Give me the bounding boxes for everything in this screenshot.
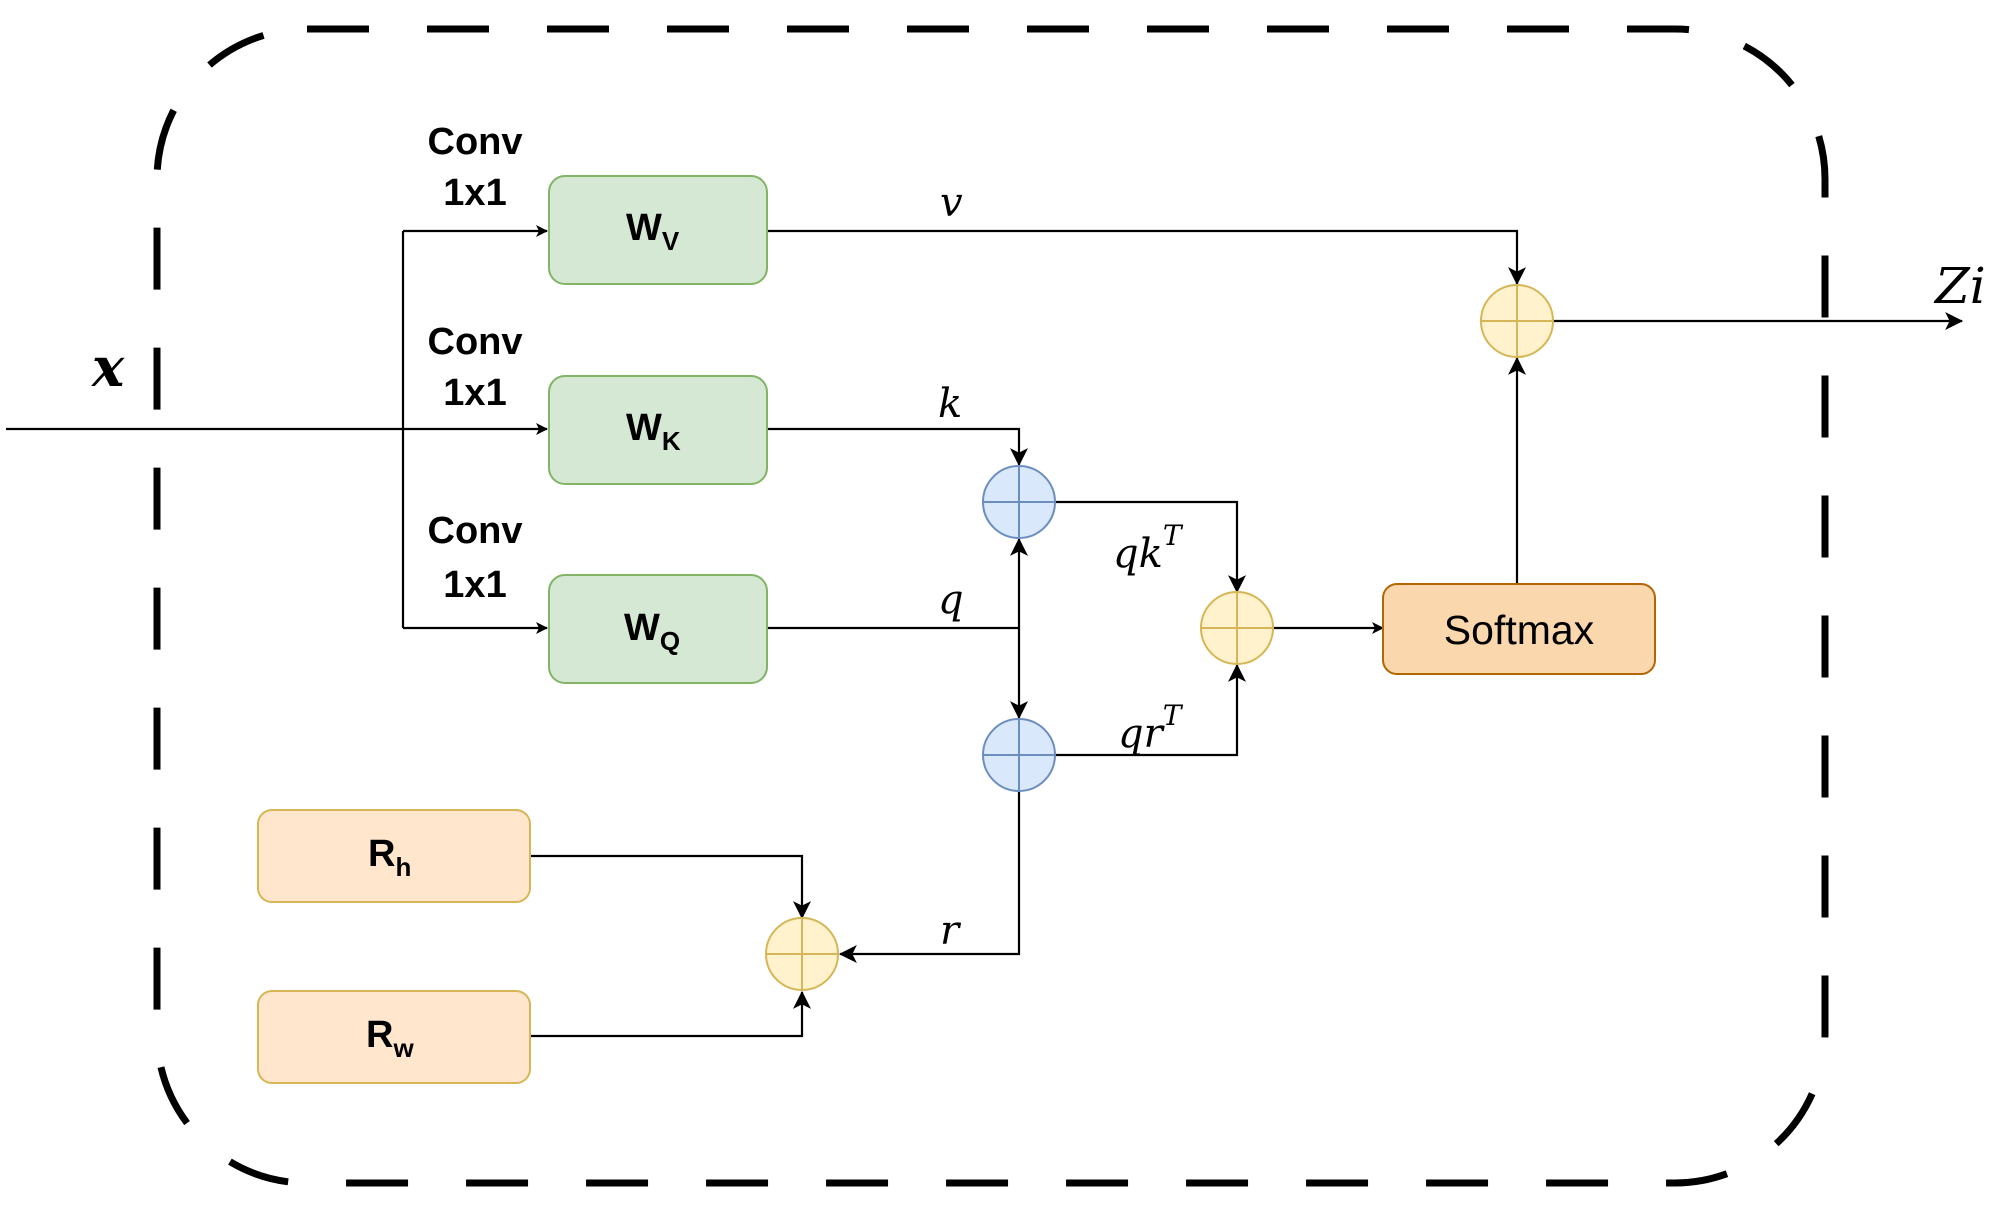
k-wire: [767, 427, 1028, 467]
adder-logits: [1200, 591, 1274, 665]
output-label: Zi: [1933, 257, 1986, 315]
weight-box-q-label: WQ: [624, 607, 680, 656]
adder-output: [1480, 284, 1554, 358]
conv-label-k-line2: 1x1: [443, 372, 506, 414]
conv-label-v-line2: 1x1: [443, 172, 506, 214]
q-label: q: [938, 577, 964, 623]
v-label: v: [940, 180, 963, 226]
module-border: [153, 25, 1829, 1187]
k-label: k: [938, 381, 962, 427]
adder-qk: [982, 465, 1056, 539]
weight-box-v-label: WV: [626, 207, 680, 256]
conv-label-q-line2: 1x1: [443, 564, 506, 606]
weight-box-q[interactable]: WQ: [548, 574, 768, 684]
conv-label-v-line1: Conv: [428, 121, 523, 163]
weight-box-v[interactable]: WV: [548, 175, 768, 285]
position-box-w-label: Rw: [366, 1014, 414, 1063]
rw-wire: [530, 990, 811, 1038]
position-box-w[interactable]: Rw: [257, 990, 531, 1084]
r-wire: [838, 792, 1021, 963]
qk-wire: [1055, 500, 1246, 594]
softmax-box[interactable]: Softmax: [1382, 583, 1656, 675]
input-label: x: [91, 335, 125, 399]
softmax-label: Softmax: [1444, 607, 1595, 653]
weight-box-k[interactable]: WK: [548, 375, 768, 485]
qr-wire: [1055, 663, 1246, 757]
conv-label-k-line1: Conv: [428, 321, 523, 363]
r-label: r: [940, 908, 962, 954]
v-wire: [767, 229, 1526, 286]
rh-wire: [530, 854, 811, 920]
qk-transpose-label: qkT: [1113, 519, 1184, 577]
position-box-h-label: Rh: [368, 833, 411, 882]
position-box-h[interactable]: Rh: [257, 809, 531, 903]
adder-qr: [982, 718, 1056, 792]
qr-transpose-label: qrT: [1118, 699, 1184, 757]
adder-position: [765, 917, 839, 991]
weight-box-k-label: WK: [626, 407, 681, 456]
conv-label-q-line1: Conv: [428, 510, 523, 552]
